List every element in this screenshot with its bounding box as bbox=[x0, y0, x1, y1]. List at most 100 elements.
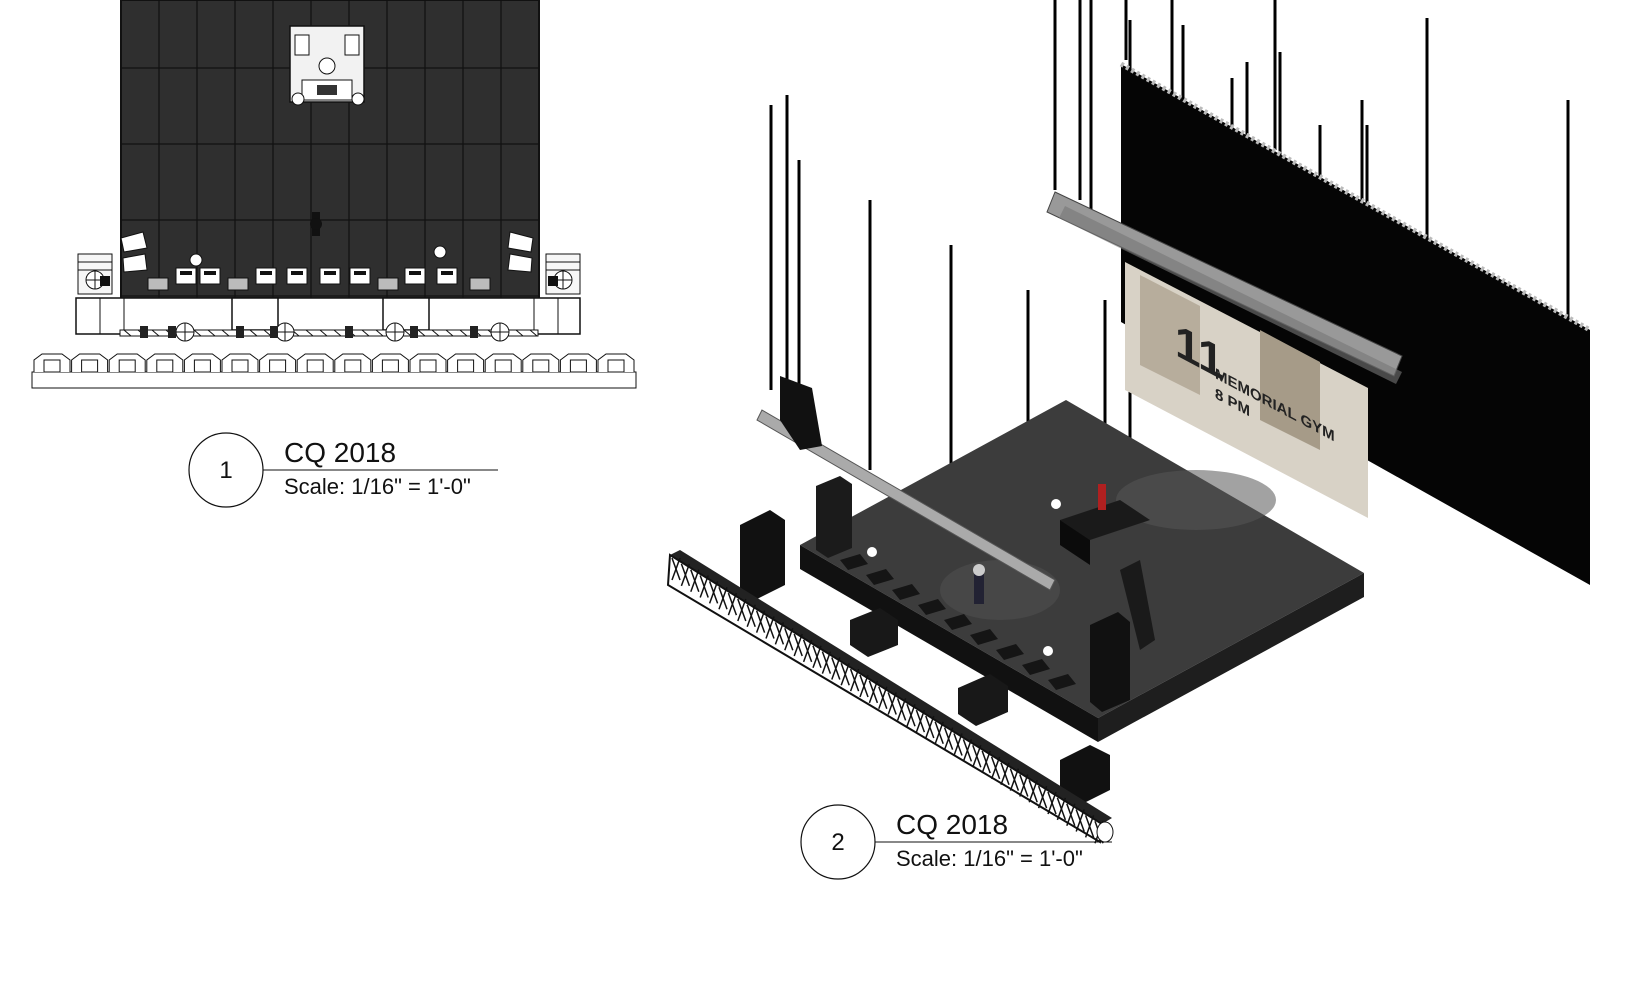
mesh-bar bbox=[887, 692, 897, 715]
barricade-iso bbox=[666, 550, 1114, 844]
wedge-monitor bbox=[436, 267, 458, 285]
iso-wedge bbox=[970, 629, 998, 645]
truss-web bbox=[193, 329, 202, 337]
fixture bbox=[168, 326, 176, 338]
sidefill-box bbox=[147, 277, 169, 291]
barricade-panel bbox=[457, 359, 475, 373]
truss-web bbox=[515, 329, 524, 337]
monitor-detail bbox=[354, 271, 366, 275]
wedge-monitor bbox=[199, 267, 221, 285]
mesh-bar bbox=[878, 686, 888, 709]
event-banner: 11 MEMORIAL GYM 8 PM bbox=[1125, 262, 1368, 518]
fixture bbox=[345, 326, 353, 338]
dj-booth-iso bbox=[1060, 484, 1150, 565]
iso-wedge bbox=[840, 554, 868, 570]
mesh-bar bbox=[718, 586, 728, 610]
truss-web bbox=[431, 329, 440, 337]
truss-web bbox=[445, 329, 454, 337]
truss-web bbox=[151, 329, 160, 337]
stage-stairs-left bbox=[231, 297, 279, 331]
iso-wedge bbox=[1022, 659, 1050, 675]
mesh-bar bbox=[990, 756, 1001, 780]
performer-figure bbox=[310, 212, 322, 236]
mesh-bar bbox=[1019, 774, 1029, 797]
stage-deck-side bbox=[1098, 573, 1364, 742]
mesh-bar bbox=[1009, 768, 1020, 791]
truss-chord bbox=[119, 329, 539, 337]
monitor-row bbox=[147, 245, 491, 291]
mesh-bar bbox=[727, 592, 738, 616]
iso-monitor-row bbox=[840, 554, 1076, 726]
fixture bbox=[470, 326, 478, 338]
view-scale: Scale: 1/16" = 1'-0" bbox=[284, 474, 471, 499]
barricade-panel bbox=[43, 359, 61, 373]
barricade-panel bbox=[532, 359, 550, 373]
fixture bbox=[270, 326, 278, 338]
wedge-monitor bbox=[175, 267, 197, 285]
barricade-panel bbox=[156, 359, 174, 373]
side-fill-left bbox=[120, 231, 148, 253]
mesh-bar bbox=[784, 627, 794, 651]
mesh-bar bbox=[802, 639, 813, 663]
monitor-detail bbox=[324, 271, 336, 275]
mesh-bar bbox=[962, 739, 973, 762]
monitor-detail bbox=[180, 271, 192, 275]
truss-web bbox=[305, 329, 314, 337]
mesh-bar bbox=[934, 721, 944, 745]
mesh-bar bbox=[943, 727, 954, 750]
iso-sub bbox=[958, 674, 1008, 726]
iso-wedge bbox=[1048, 674, 1076, 690]
mic-stand bbox=[433, 245, 447, 259]
mesh-bar bbox=[831, 657, 841, 680]
mesh-bar bbox=[708, 581, 719, 604]
barricade-panel bbox=[81, 359, 99, 373]
barricade-panel bbox=[231, 359, 249, 373]
speaker-stacks-iso bbox=[740, 376, 1155, 805]
wedge-monitor bbox=[319, 267, 341, 285]
truss-web bbox=[249, 329, 258, 337]
stage-deck-front bbox=[800, 545, 1098, 742]
fixture bbox=[410, 326, 418, 338]
barricade-panel bbox=[118, 359, 136, 373]
truss-web bbox=[123, 329, 132, 337]
iso-wedge bbox=[944, 614, 972, 630]
mesh-bar bbox=[699, 575, 709, 598]
light-cross bbox=[176, 323, 194, 341]
monitor-detail bbox=[291, 271, 303, 275]
mesh-bar bbox=[915, 709, 926, 733]
iso-wedge bbox=[866, 569, 894, 585]
mesh-bar bbox=[737, 598, 747, 622]
view-number: 1 bbox=[219, 457, 232, 484]
mesh-bar bbox=[1047, 791, 1057, 815]
truss-web bbox=[403, 329, 412, 337]
wedge-monitor bbox=[404, 267, 426, 285]
barricade-base bbox=[31, 371, 637, 389]
mesh-bar bbox=[690, 569, 700, 592]
barricade-panel bbox=[381, 359, 399, 373]
monitor-detail bbox=[441, 271, 453, 275]
truss-web bbox=[529, 329, 538, 337]
barricade-panel bbox=[306, 359, 324, 373]
iso-wedge bbox=[892, 584, 920, 600]
fixture bbox=[140, 326, 148, 338]
light-cross bbox=[386, 323, 404, 341]
mesh-bar bbox=[1037, 785, 1048, 809]
wedge-monitor bbox=[286, 267, 308, 285]
mesh-bar bbox=[925, 715, 935, 739]
iso-sub bbox=[850, 608, 898, 657]
truss-web bbox=[221, 329, 230, 337]
sidefill-box bbox=[469, 277, 491, 291]
performer-iso bbox=[973, 564, 985, 604]
mesh-bar bbox=[671, 557, 681, 581]
barricade-panel bbox=[419, 359, 437, 373]
mesh-bar bbox=[896, 698, 907, 721]
barricade-panel bbox=[344, 359, 362, 373]
mesh-bar bbox=[1000, 762, 1010, 786]
mesh-bar bbox=[755, 610, 766, 633]
monitor-detail bbox=[204, 271, 216, 275]
iso-wedge bbox=[996, 644, 1024, 660]
side-fill-left-2 bbox=[122, 253, 148, 273]
barricade-panel bbox=[269, 359, 287, 373]
truss-web bbox=[459, 329, 468, 337]
